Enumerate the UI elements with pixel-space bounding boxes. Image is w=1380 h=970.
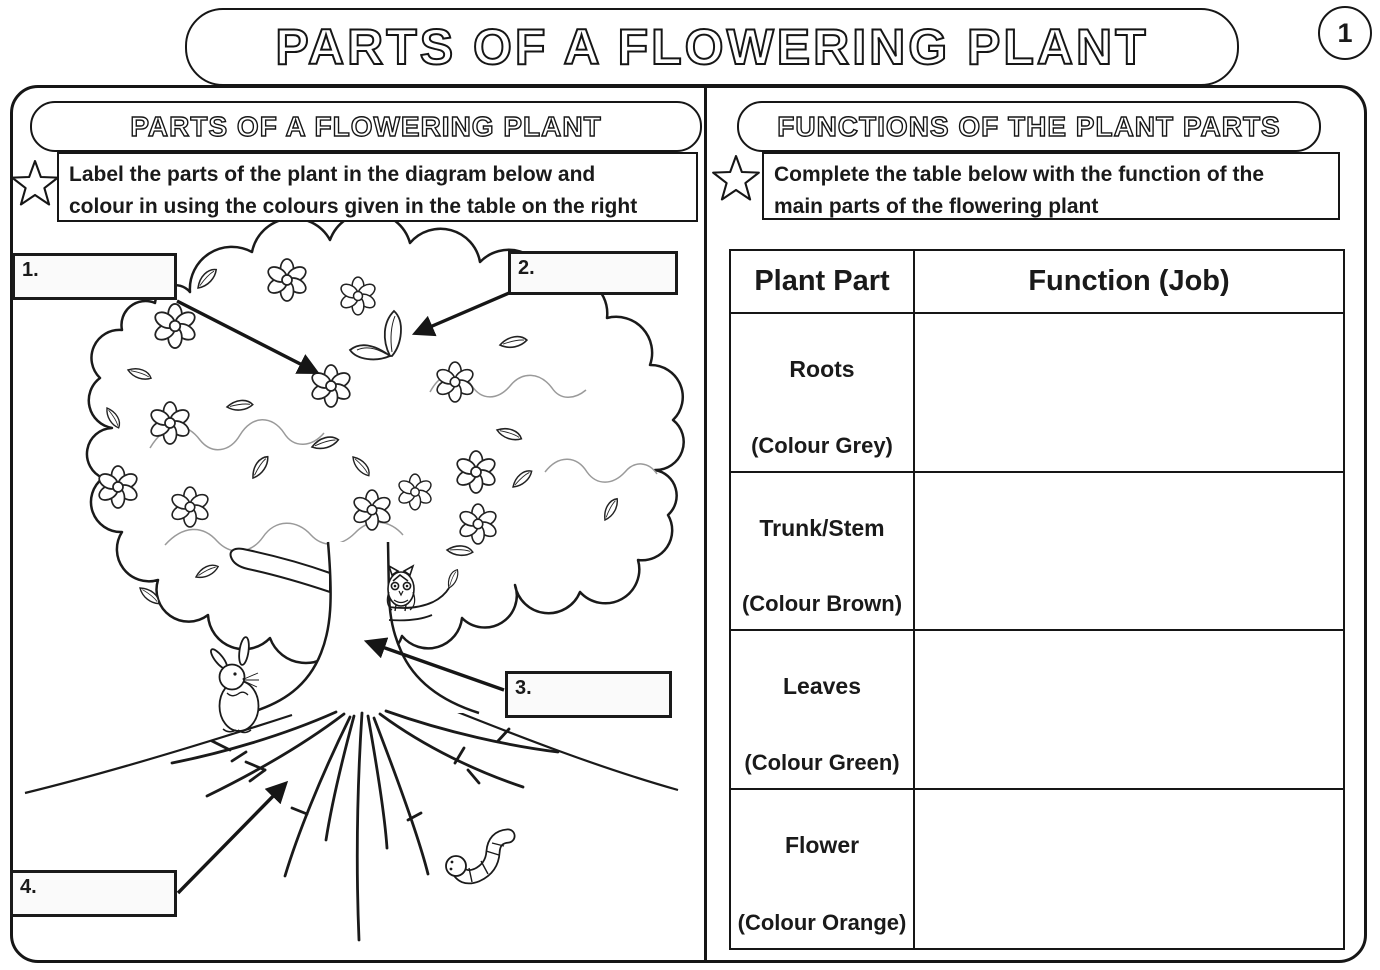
- star-icon: [11, 160, 59, 206]
- plant-part-cell-trunk-stem: Trunk/Stem (Colour Brown): [731, 472, 915, 631]
- right-section-heading-banner: FUNCTIONS OF THE PLANT PARTS: [737, 101, 1321, 152]
- flowering-plant-diagram: [24, 210, 685, 942]
- plant-part-colour-note: (Colour Green): [744, 749, 900, 775]
- ground-line: [24, 703, 679, 795]
- plant-part-colour-note: (Colour Brown): [741, 591, 903, 616]
- label-number: 2.: [518, 257, 535, 279]
- function-cell-trunk-stem[interactable]: [915, 473, 1343, 631]
- section-divider: [704, 85, 707, 963]
- leaf-pair-icon: [348, 309, 402, 361]
- table-header-plant-part: Plant Part: [731, 251, 915, 314]
- plant-part-cell-roots: Roots (Colour Grey): [731, 314, 915, 473]
- tree-trunk: [248, 541, 480, 715]
- plant-part-colour-note: (Colour Orange): [737, 910, 907, 935]
- right-instruction-line2: main parts of the flowering plant: [774, 194, 1099, 218]
- owl-icon: [386, 564, 416, 612]
- rabbit-icon: [210, 636, 260, 734]
- page-title: PARTS OF A FLOWERING PLANT: [274, 18, 1149, 76]
- right-instruction-line1: Complete the table below with the functi…: [774, 163, 1264, 186]
- function-cell-flower[interactable]: [915, 790, 1343, 949]
- plant-part-cell-flower: Flower (Colour Orange): [731, 789, 915, 948]
- diagram-label-box-1[interactable]: 1.: [12, 253, 177, 300]
- function-cell-roots[interactable]: [915, 314, 1343, 473]
- right-section-heading: FUNCTIONS OF THE PLANT PARTS: [777, 110, 1281, 142]
- label-arrow-3: [363, 637, 505, 692]
- title-banner: PARTS OF A FLOWERING PLANT: [185, 8, 1239, 86]
- left-section-heading-banner: PARTS OF A FLOWERING PLANT: [30, 101, 702, 152]
- page-number: 1: [1337, 17, 1353, 48]
- tree-roots: [170, 709, 560, 942]
- diagram-label-box-3[interactable]: 3.: [505, 671, 672, 718]
- diagram-label-box-2[interactable]: 2.: [508, 251, 678, 295]
- plant-part-cell-leaves: Leaves (Colour Green): [731, 631, 915, 790]
- page-number-badge: 1: [1318, 6, 1372, 60]
- right-instruction-box: Complete the table below with the functi…: [762, 152, 1340, 220]
- left-instruction-line2: colour in using the colours given in the…: [69, 194, 638, 218]
- star-icon: [712, 155, 760, 201]
- function-cell-leaves[interactable]: [915, 631, 1343, 790]
- tree-branch: [229, 547, 331, 594]
- diagram-label-box-4[interactable]: 4.: [10, 870, 177, 917]
- label-arrows: [176, 291, 510, 895]
- label-number: 4.: [20, 876, 37, 898]
- plant-part-colour-note: (Colour Grey): [751, 432, 893, 458]
- label-arrow-2: [411, 291, 510, 337]
- label-arrow-4: [176, 780, 289, 895]
- worm-icon: [445, 828, 516, 885]
- table-header-function: Function (Job): [915, 251, 1343, 314]
- left-section-heading: PARTS OF A FLOWERING PLANT: [130, 110, 602, 142]
- label-arrow-1: [176, 299, 320, 375]
- left-instruction-box: Label the parts of the plant in the diag…: [57, 152, 698, 222]
- functions-table: Plant Part Function (Job) Roots (Colour …: [729, 249, 1345, 950]
- plant-part-name: Roots: [789, 356, 855, 382]
- left-instruction-line1: Label the parts of the plant in the diag…: [69, 163, 596, 186]
- label-number: 1.: [22, 259, 39, 281]
- plant-part-name: Leaves: [782, 673, 861, 699]
- label-number: 3.: [515, 677, 532, 699]
- plant-part-name: Trunk/Stem: [759, 514, 885, 541]
- plant-part-name: Flower: [784, 831, 860, 858]
